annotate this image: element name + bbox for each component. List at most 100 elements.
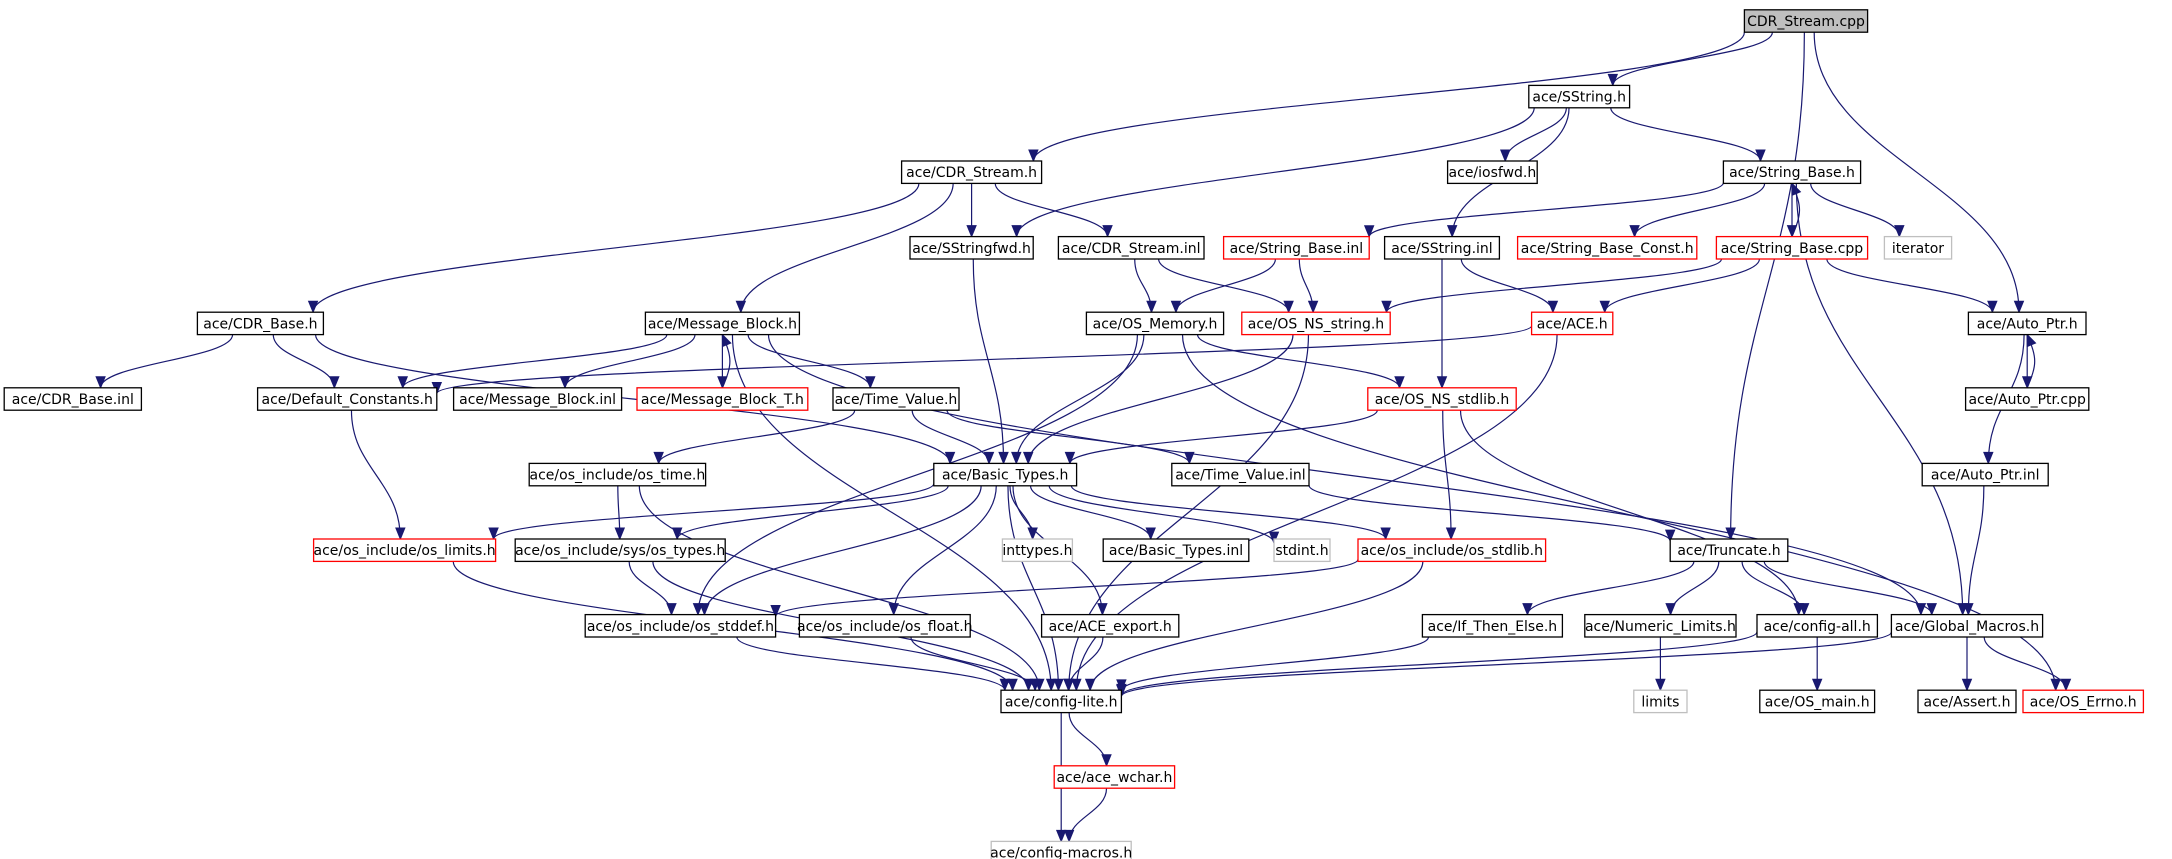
- node-os_ns_stdlib_h[interactable]: ace/OS_NS_stdlib.h: [1367, 387, 1517, 411]
- arrowhead-os_ns_string_h-to-basic_types_h: [1022, 451, 1034, 465]
- node-message_block_inl[interactable]: ace/Message_Block.inl: [452, 387, 623, 411]
- edge-string_base_h-to-iterator: [1810, 183, 1900, 237]
- node-numeric_limits_h[interactable]: ace/Numeric_Limits.h: [1584, 613, 1737, 638]
- node-label: ace/os_include/sys/os_types.h: [515, 543, 725, 559]
- node-string_base_h[interactable]: ace/String_Base.h: [1722, 160, 1862, 185]
- node-box: [312, 538, 497, 563]
- node-stdint_h[interactable]: stdint.h: [1273, 538, 1331, 563]
- node-box: [1917, 689, 2017, 714]
- node-truncate_h[interactable]: ace/Truncate.h: [1669, 538, 1789, 563]
- node-os_stddef_h[interactable]: ace/os_include/os_stddef.h: [584, 613, 777, 638]
- node-os_ns_string_h[interactable]: ace/OS_NS_string.h: [1241, 311, 1391, 336]
- node-default_constants_h[interactable]: ace/Default_Constants.h: [256, 387, 438, 411]
- node-basic_types_h[interactable]: ace/Basic_Types.h: [933, 462, 1078, 487]
- node-box: [452, 387, 623, 411]
- edge-cdr_stream_h-to-message_block_h: [740, 183, 954, 313]
- node-box: [1669, 538, 1789, 563]
- edge-string_base_cpp-to-auto_ptr_h: [1826, 258, 1993, 313]
- arrowhead-config_all_h-to-os_main_h: [1811, 678, 1823, 692]
- node-label: ace/Time_Value.h: [835, 392, 958, 408]
- node-cdr_base_h[interactable]: ace/CDR_Base.h: [196, 311, 325, 336]
- node-label: limits: [1641, 694, 1679, 710]
- edge-message_block_h-to-time_value_h: [747, 334, 871, 388]
- arrowhead-sstring_inl-to-ace_h: [1547, 300, 1559, 314]
- arrowhead-message_block_h-to-config_lite_h: [1045, 678, 1057, 692]
- node-sstring_inl[interactable]: ace/SString.inl: [1383, 235, 1501, 260]
- node-os_limits_h[interactable]: ace/os_include/os_limits.h: [312, 538, 497, 563]
- node-sstring_h[interactable]: ace/SString.h: [1528, 84, 1631, 109]
- node-if_then_else_h[interactable]: ace/If_Then_Else.h: [1421, 613, 1564, 638]
- node-string_base_const_h[interactable]: ace/String_Base_Const.h: [1516, 235, 1698, 260]
- node-config_lite_h[interactable]: ace/config-lite.h: [1000, 689, 1123, 714]
- node-time_value_inl[interactable]: ace/Time_Value.inl: [1171, 462, 1310, 487]
- arrowhead-os_stdlib_h-to-config_lite_h: [1084, 678, 1096, 692]
- node-sstringfwd_h[interactable]: ace/SStringfwd.h: [909, 235, 1034, 260]
- node-box: [256, 387, 438, 411]
- node-os_float_h[interactable]: ace/os_include/os_float.h: [797, 613, 973, 638]
- edge-string_base_inl-to-os_memory_h: [1175, 258, 1277, 313]
- node-box: [1446, 160, 1538, 185]
- node-iterator[interactable]: iterator: [1883, 235, 1953, 260]
- node-os_errno_h[interactable]: ace/OS_Errno.h: [2022, 689, 2145, 714]
- node-basic_types_inl[interactable]: ace/Basic_Types.inl: [1102, 538, 1250, 563]
- node-ace_export_h[interactable]: ace/ACE_export.h: [1040, 613, 1180, 638]
- node-config_all_h[interactable]: ace/config-all.h: [1756, 613, 1879, 638]
- node-ace_h[interactable]: ace/ACE.h: [1530, 311, 1614, 336]
- node-label: ace/config-macros.h: [990, 846, 1132, 859]
- node-box: [1421, 613, 1564, 638]
- edge-sstring_h-to-iosfwd_h: [1504, 107, 1567, 162]
- node-ace_wchar_h[interactable]: ace/ace_wchar.h: [1053, 765, 1176, 789]
- node-string_base_inl[interactable]: ace/String_Base.inl: [1222, 235, 1370, 260]
- node-box: [2022, 689, 2145, 714]
- arrowhead-ace_wchar_h-to-config_macros_h: [1063, 829, 1075, 843]
- node-global_macros_h[interactable]: ace/Global_Macros.h: [1890, 613, 2044, 638]
- arrowhead-os_ns_stdlib_h-to-basic_types_h: [1064, 451, 1076, 465]
- node-config_macros_h[interactable]: ace/config-macros.h: [990, 840, 1132, 859]
- edge-cdr_base_h-to-cdr_base_inl: [99, 334, 234, 388]
- node-auto_ptr_cpp[interactable]: ace/Auto_Ptr.cpp: [1964, 387, 2090, 411]
- node-cdr_stream_h[interactable]: ace/CDR_Stream.h: [900, 160, 1043, 185]
- arrowhead-os_ns_stdlib_h-to-os_stdlib_h: [1445, 527, 1457, 541]
- node-message_block_t_h[interactable]: ace/Message_Block_T.h: [636, 387, 809, 411]
- node-label: ace/CDR_Base.h: [203, 316, 317, 332]
- node-box: [1530, 311, 1614, 336]
- node-box: [1743, 9, 1869, 33]
- node-box: [1883, 235, 1953, 260]
- arrowhead-message_block_h-to-time_value_h: [865, 376, 876, 390]
- edge-basic_types_h-to-os_stddef_h: [703, 485, 982, 615]
- arrowhead-time_value_h-to-basic_types_h: [983, 451, 995, 465]
- edge-cdr_stream_cpp-to-cdr_stream_h: [1032, 32, 1745, 162]
- arrowhead-auto_ptr_h-to-auto_ptr_inl: [1983, 451, 1994, 465]
- edge-cdr_stream_cpp-to-truncate_h: [1730, 32, 1805, 540]
- node-string_base_cpp[interactable]: ace/String_Base.cpp: [1715, 235, 1869, 260]
- node-os_stdlib_h[interactable]: ace/os_include/os_stdlib.h: [1357, 538, 1547, 563]
- edge-time_value_inl-to-truncate_h: [1308, 484, 1671, 542]
- node-box: [1584, 613, 1737, 638]
- node-iosfwd_h[interactable]: ace/iosfwd.h: [1446, 160, 1538, 185]
- arrowhead-sstring_h-to-string_base_h: [1755, 149, 1766, 163]
- node-box: [514, 538, 726, 563]
- node-label: ace/config-lite.h: [1005, 694, 1118, 710]
- edge-cdr_base_h-to-default_constants_h: [272, 334, 335, 388]
- node-cdr_stream_inl[interactable]: ace/CDR_Stream.inl: [1057, 235, 1205, 260]
- node-os_time_h[interactable]: ace/os_include/os_time.h: [528, 462, 707, 487]
- node-auto_ptr_h[interactable]: ace/Auto_Ptr.h: [1967, 311, 2087, 336]
- node-os_memory_h[interactable]: ace/OS_Memory.h: [1085, 311, 1225, 336]
- arrowhead-cdr_stream_h-to-cdr_base_h: [307, 300, 319, 314]
- edge-os_memory_h-to-os_stddef_h: [697, 334, 1139, 615]
- arrowhead-time_value_inl-to-truncate_h: [1664, 529, 1676, 543]
- node-inttypes_h[interactable]: inttypes.h: [1001, 538, 1074, 563]
- node-time_value_h[interactable]: ace/Time_Value.h: [832, 387, 960, 411]
- arrowhead-cdr_stream_cpp-to-cdr_stream_h: [1028, 149, 1039, 163]
- node-os_main_h[interactable]: ace/OS_main.h: [1759, 689, 1876, 714]
- arrowhead-sstring_h-to-sstring_inl: [1446, 225, 1458, 238]
- node-os_types_h[interactable]: ace/os_include/sys/os_types.h: [514, 538, 726, 563]
- node-label: ace/If_Then_Else.h: [1428, 619, 1558, 635]
- node-auto_ptr_inl[interactable]: ace/Auto_Ptr.inl: [1921, 462, 2049, 487]
- node-message_block_h[interactable]: ace/Message_Block.h: [644, 311, 801, 336]
- arrowhead-basic_types_h-to-config_lite_h: [1053, 678, 1064, 692]
- node-cdr_base_inl[interactable]: ace/CDR_Base.inl: [3, 387, 143, 411]
- node-assert_h[interactable]: ace/Assert.h: [1917, 689, 2017, 714]
- edge-message_block_h-to-message_block_inl: [564, 334, 696, 388]
- node-limits[interactable]: limits: [1633, 689, 1688, 714]
